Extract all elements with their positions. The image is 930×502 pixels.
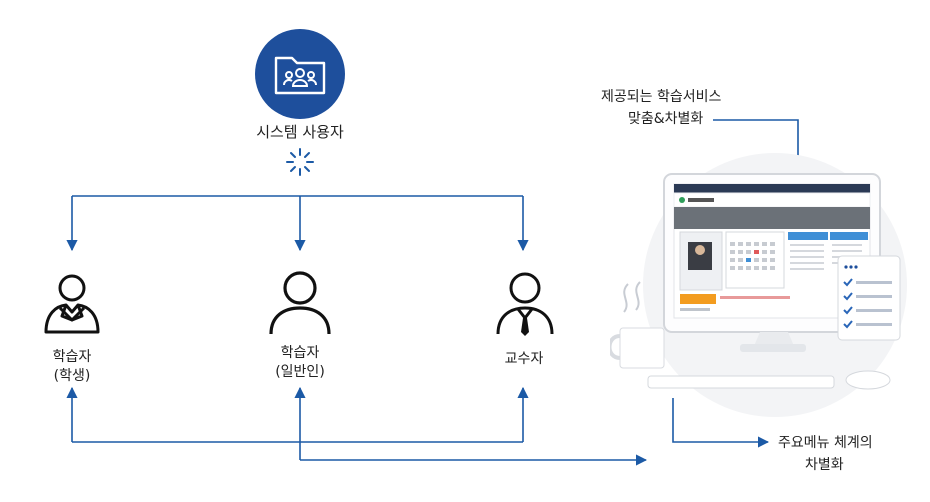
general-label-1: 학습자 [280, 345, 320, 361]
service-caption-1: 제공되는 학습서비스 [601, 89, 722, 105]
computer-illustration [607, 150, 910, 420]
professor-icon [494, 268, 556, 338]
system-user-icon [254, 28, 346, 120]
student-label-2: (학생) [53, 368, 91, 384]
system-user-label: 시스템 사용자 [256, 123, 344, 141]
general-user-icon [266, 268, 334, 338]
menu-caption-1: 주요메뉴 체계의 [778, 435, 873, 451]
student-icon [40, 268, 104, 340]
menu-caption-2: 차별화 [805, 457, 844, 473]
professor-label: 교수자 [504, 351, 544, 367]
sparkle-icon [284, 146, 316, 178]
student-label-1: 학습자 [52, 349, 92, 365]
arrow-service-to-monitor [713, 119, 804, 174]
general-label-2: (일반인) [275, 364, 325, 380]
service-caption-2: 맞춤&차별화 [628, 111, 704, 127]
arrow-monitor-to-menu [672, 398, 770, 448]
